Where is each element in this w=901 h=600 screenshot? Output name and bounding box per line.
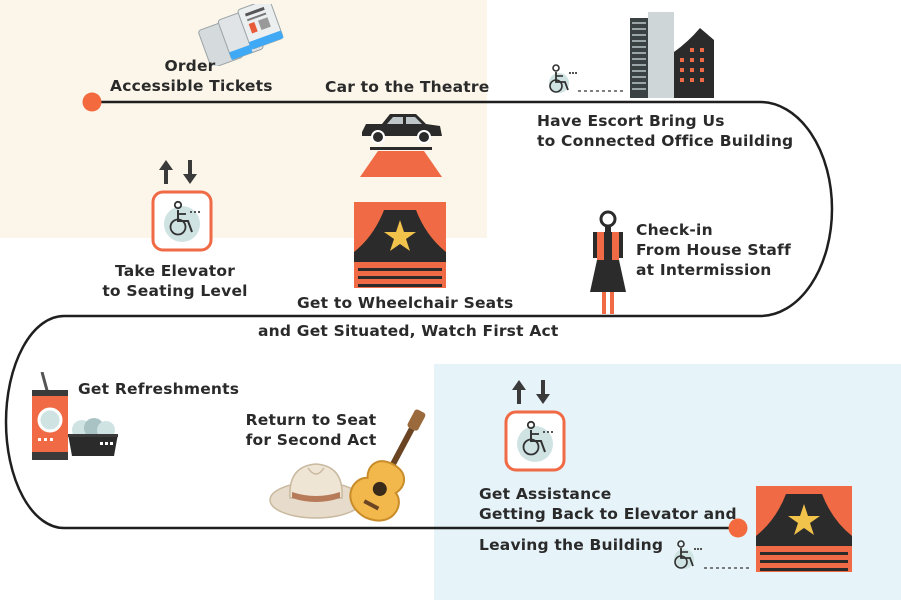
food-tray-icon bbox=[68, 418, 118, 456]
step-elevator-up-line2: to Seating Level bbox=[102, 282, 248, 300]
step-return-seat-line1: Return to Seat bbox=[245, 411, 377, 429]
elevator-icon bbox=[151, 160, 213, 252]
soda-can-icon bbox=[32, 372, 68, 460]
step-assistance-line1: Get Assistance bbox=[479, 485, 612, 503]
step-escort-line2: to Connected Office Building bbox=[537, 132, 794, 150]
step-wheelchair-seats-line2: and Get Situated, Watch First Act bbox=[258, 322, 559, 340]
step-car-label: Car to the Theatre bbox=[325, 78, 490, 96]
step-assistance-line2: Getting Back to Elevator and bbox=[479, 505, 737, 523]
step-elevator-up-line1: Take Elevator bbox=[114, 262, 236, 280]
step-order-tickets-line2: Accessible Tickets bbox=[110, 77, 273, 95]
cowboy-hat-icon bbox=[269, 463, 363, 519]
tickets-icon bbox=[198, 4, 284, 66]
step-check-in-line3: at Intermission bbox=[636, 261, 772, 279]
step-elevator-up: Take Elevator to Seating Level bbox=[100, 261, 250, 301]
house-staff-icon bbox=[590, 210, 626, 314]
step-assistance-line3: Leaving the Building bbox=[479, 536, 664, 554]
theatre-stage-icon bbox=[354, 202, 446, 288]
step-refreshments-label: Get Refreshments bbox=[78, 380, 240, 398]
step-escort-line1: Have Escort Bring Us bbox=[537, 112, 725, 130]
car-icon bbox=[362, 114, 442, 144]
guitar-icon bbox=[349, 409, 426, 522]
end-point bbox=[728, 518, 748, 538]
step-check-in-line1: Check-in bbox=[636, 221, 713, 239]
step-return-seat: Return to Seat for Second Act bbox=[236, 410, 386, 450]
step-order-tickets: Order Accessible Tickets bbox=[110, 56, 273, 96]
step-escort: Have Escort Bring Us to Connected Office… bbox=[537, 111, 793, 151]
elevator-icon bbox=[504, 380, 566, 472]
start-point bbox=[82, 92, 102, 112]
step-check-in: Check-in From House Staff at Intermissio… bbox=[636, 220, 791, 280]
wheelchair-icon bbox=[549, 64, 577, 93]
office-building-icon bbox=[630, 12, 714, 98]
stage-ramp-icon bbox=[360, 147, 442, 177]
theatre-stage-icon bbox=[756, 486, 852, 572]
step-wheelchair-seats-line1: Get to Wheelchair Seats bbox=[297, 294, 514, 312]
step-check-in-line2: From House Staff bbox=[636, 241, 791, 259]
step-return-seat-line2: for Second Act bbox=[245, 431, 377, 449]
wheelchair-icon bbox=[674, 540, 702, 569]
step-order-tickets-line1: Order bbox=[164, 57, 216, 75]
